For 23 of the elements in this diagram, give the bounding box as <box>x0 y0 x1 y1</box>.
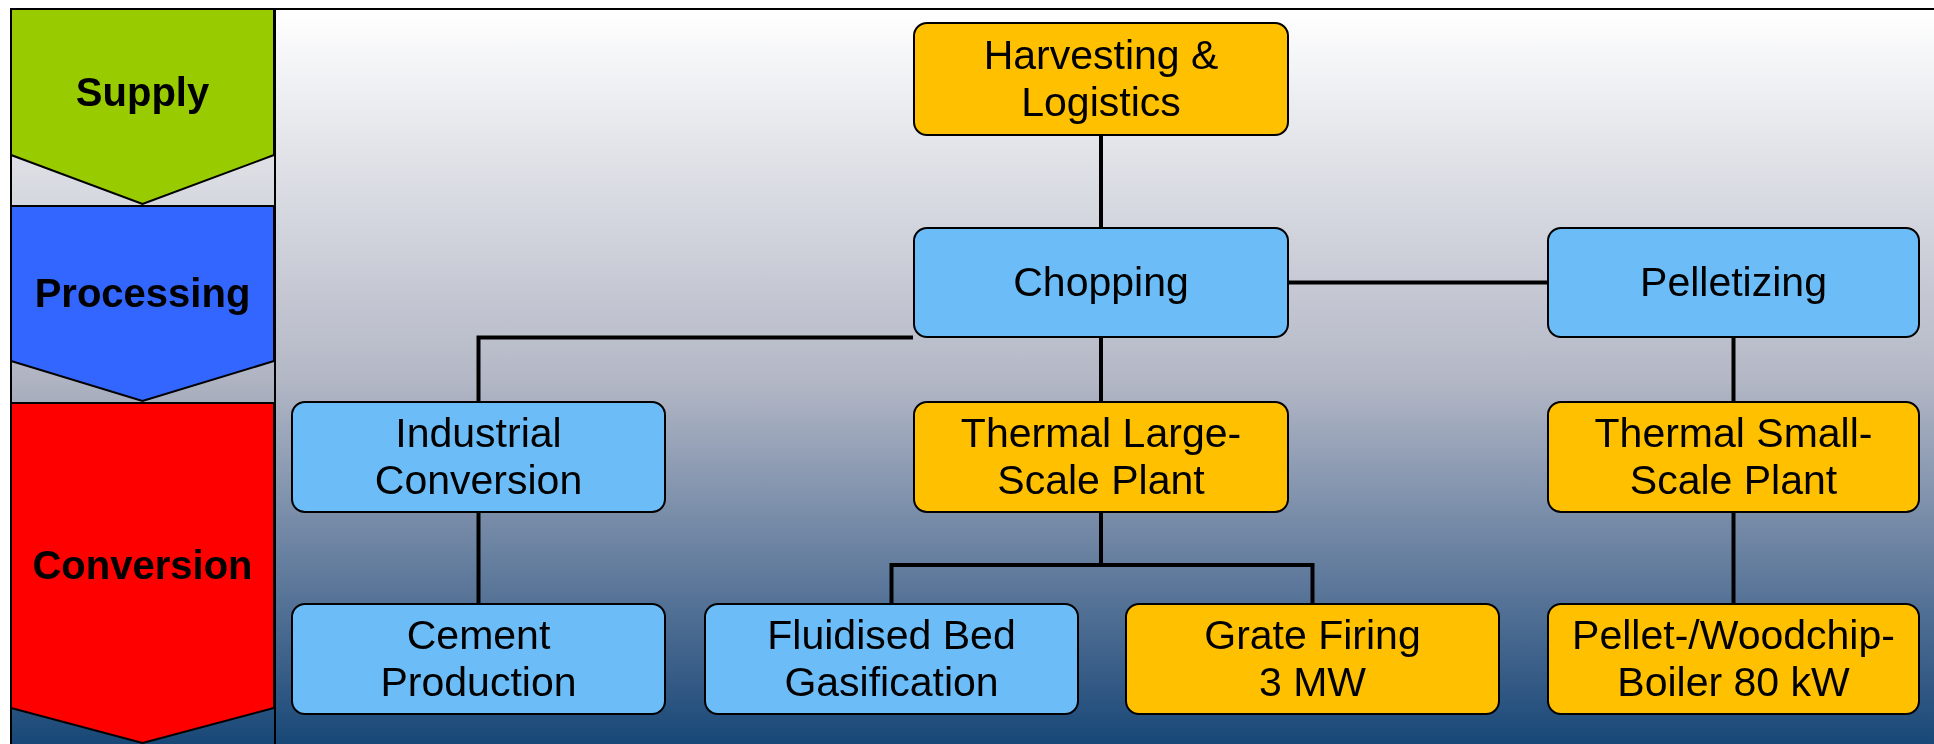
process-box: Chopping <box>913 227 1289 338</box>
process-box: Pellet-/Woodchip- Boiler 80 kW <box>1547 603 1920 715</box>
connector-line <box>476 335 913 401</box>
connector-line <box>476 513 481 603</box>
connector-line <box>1731 513 1736 603</box>
stage-banner <box>10 402 275 744</box>
process-box: Fluidised Bed Gasification <box>704 603 1079 715</box>
process-box: Industrial Conversion <box>291 401 666 513</box>
connector-line <box>1099 513 1315 603</box>
connector-line <box>1099 338 1103 401</box>
process-box: Grate Firing 3 MW <box>1125 603 1500 715</box>
connector-line <box>1289 280 1547 285</box>
stage-label: Processing <box>34 270 251 317</box>
process-box: Harvesting & Logistics <box>913 22 1289 136</box>
stage-label: Conversion <box>32 542 253 589</box>
process-box: Cement Production <box>291 603 666 715</box>
stage-label: Supply <box>75 68 210 116</box>
process-box: Thermal Small-Scale Plant <box>1547 401 1920 513</box>
stage-banner <box>10 8 275 205</box>
connector-line <box>1099 136 1103 227</box>
process-box: Pelletizing <box>1547 227 1920 338</box>
process-box: Thermal Large-Scale Plant <box>913 401 1289 513</box>
connector-line <box>1731 338 1736 401</box>
